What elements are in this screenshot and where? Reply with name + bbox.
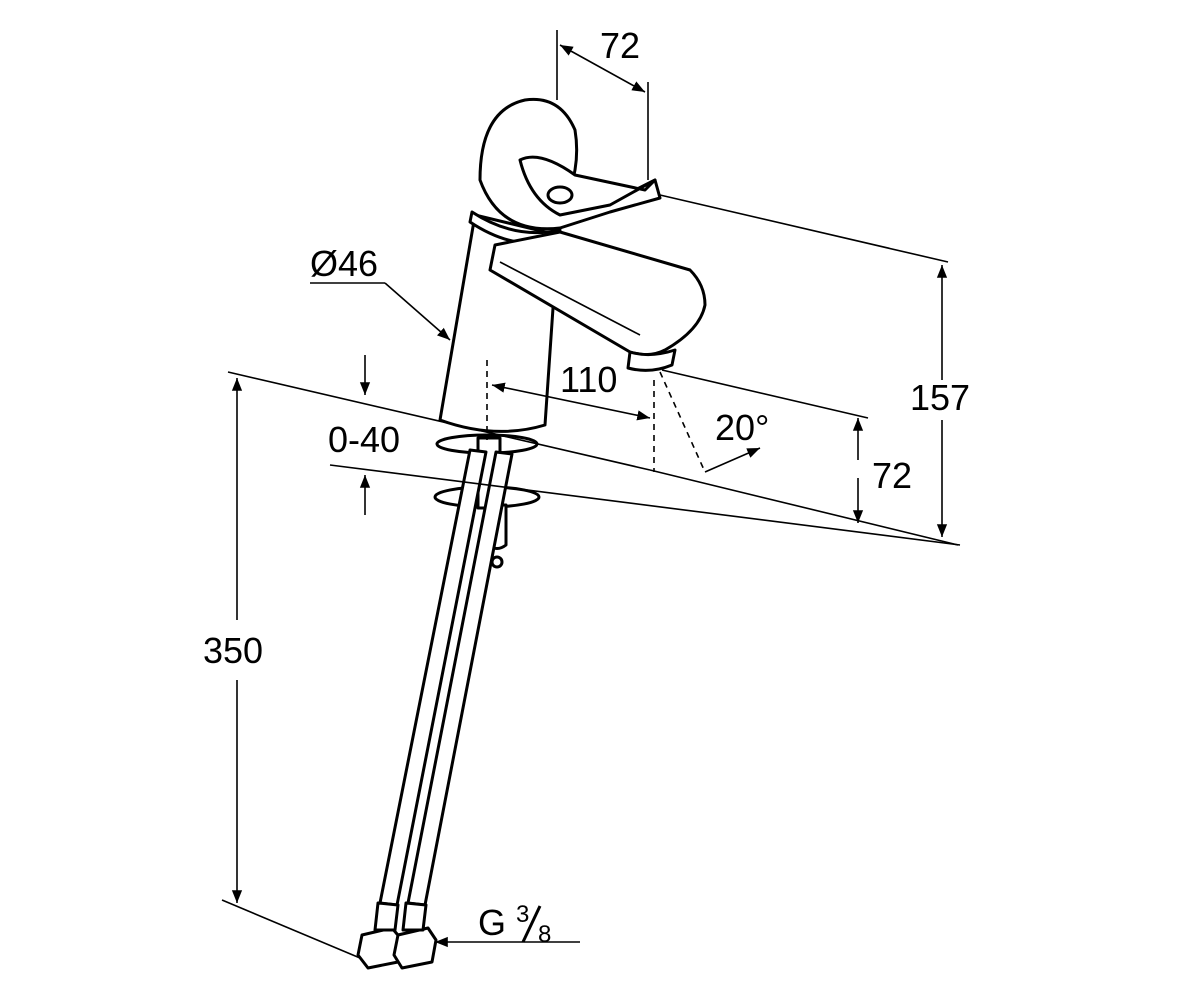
lever-width-label: 72: [600, 25, 640, 66]
connection-label: G 3 8: [478, 901, 551, 948]
fraction-bar: [521, 905, 542, 943]
spout-inner: [499, 261, 641, 336]
dimension-labels: 72 Ø46 110 20° 0-40 72 157 350 G 3 8: [203, 25, 970, 948]
dimension-lines: [221, 30, 961, 959]
spray-angle-label: 20°: [715, 407, 769, 448]
hose-ferrule-left: [373, 901, 400, 932]
connection-denominator: 8: [538, 921, 551, 948]
hose-length-label: 350: [203, 630, 263, 671]
hose-nut-right: [392, 926, 438, 970]
spout-reach-label: 110: [560, 359, 617, 400]
lever-screw: [546, 185, 574, 205]
outlet-height-label: 72: [872, 455, 912, 496]
body-diameter-label: Ø46: [310, 243, 378, 284]
connection-numerator: 3: [516, 901, 529, 928]
faucet-illustration: [356, 97, 707, 970]
stud-end: [490, 555, 504, 569]
connection-prefix: G: [478, 902, 506, 943]
lever-head: [478, 97, 662, 231]
aerator: [626, 348, 677, 372]
total-height-label: 157: [910, 377, 970, 418]
deck-thickness-label: 0-40: [328, 419, 400, 460]
hose-ferrule-right: [401, 901, 428, 932]
